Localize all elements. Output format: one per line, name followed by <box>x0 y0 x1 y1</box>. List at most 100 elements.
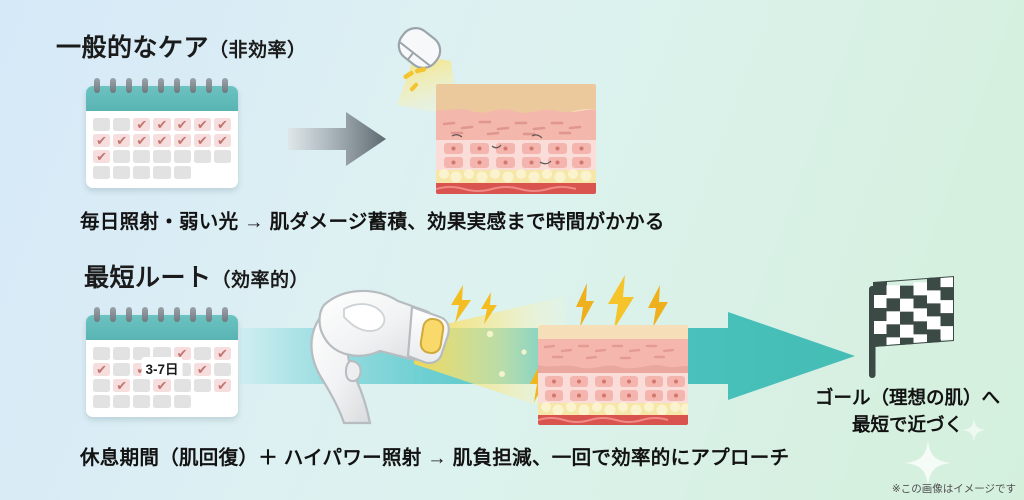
calendar-day <box>153 150 171 163</box>
calendar-day <box>153 347 171 360</box>
daily-treatment-calendar: ✔✔✔✔✔✔✔✔✔✔✔✔✔ <box>86 78 238 188</box>
flag-check-square <box>927 329 941 343</box>
caption-inefficient: 毎日照射・弱い光 → 肌ダメージ蓄積、効果実感まで時間がかかる <box>80 211 665 233</box>
flag-check-square <box>940 276 954 288</box>
flag-check-square <box>940 326 954 340</box>
section-title-efficient: 最短ルート（効率的） <box>84 258 309 294</box>
check-icon: ✔ <box>96 148 108 164</box>
section-title-efficient-main: 最短ルート <box>84 264 212 292</box>
flag-check-square <box>886 298 901 312</box>
lightning-bolt-icon <box>481 292 497 324</box>
calendar-day <box>173 379 191 392</box>
calendar-day <box>173 150 191 163</box>
gray-arrow <box>288 112 386 166</box>
flag-outline <box>873 276 954 347</box>
calendar-day <box>133 395 151 408</box>
calendar-day <box>113 363 131 376</box>
check-icon: ✔ <box>156 132 168 148</box>
calendar-day-checked: ✔ <box>93 132 111 148</box>
check-icon: ✔ <box>136 116 148 132</box>
calendar-day-checked: ✔ <box>213 377 231 393</box>
calendar-day <box>173 395 191 408</box>
calendar-day <box>113 118 131 131</box>
check-icon: ✔ <box>196 116 208 132</box>
calendar-day-checked: ✔ <box>193 133 211 147</box>
calendar-day-checked: ✔ <box>133 116 151 132</box>
calendar-day <box>93 347 111 360</box>
sparkle-icon <box>905 440 951 486</box>
lightning-bolt-icon <box>648 285 668 327</box>
calendar-day-checked: ✔ <box>133 133 151 147</box>
check-icon: ✔ <box>156 116 168 132</box>
calendar-day-checked: ✔ <box>193 116 211 132</box>
section-title-inefficient-paren: （非効率） <box>209 40 307 61</box>
flag-check-square <box>900 298 914 313</box>
check-icon: ✔ <box>116 132 128 148</box>
calendar-day-checked: ✔ <box>173 345 191 361</box>
calendar-spiral-binding <box>86 307 238 322</box>
calendar-day <box>113 150 131 163</box>
calendar-day <box>93 118 111 131</box>
flag-check-square <box>873 334 887 347</box>
flag-check-square <box>886 324 901 338</box>
damaged-wavy-skin <box>436 84 596 194</box>
calendar-day <box>113 166 131 179</box>
check-icon: ✔ <box>116 377 128 393</box>
calendar-day <box>193 347 211 360</box>
check-icon: ✔ <box>176 116 188 132</box>
calendar-day-checked: ✔ <box>153 132 171 148</box>
check-icon: ✔ <box>216 345 228 361</box>
flag-check-square <box>900 311 914 326</box>
check-icon: ✔ <box>96 361 108 377</box>
flag-check-square <box>913 334 928 347</box>
calendar-day <box>193 150 211 163</box>
calendar-day <box>133 347 151 360</box>
flag-check-square <box>940 300 954 314</box>
calendar-day-empty <box>194 395 211 408</box>
calendar-day <box>153 395 171 408</box>
calendar-day-checked: ✔ <box>173 133 191 147</box>
check-icon: ✔ <box>216 377 228 393</box>
check-icon: ✔ <box>196 361 208 377</box>
calendar-day-checked: ✔ <box>153 377 171 393</box>
ipl-laser-handpiece <box>310 289 450 425</box>
check-icon: ✔ <box>216 132 228 148</box>
flag-check-square <box>886 337 901 347</box>
lightning-bolt-icon <box>608 275 634 329</box>
check-icon: ✔ <box>156 377 168 393</box>
flag-check-square <box>940 287 954 301</box>
goal-label: ゴール（理想の肌）へ 最短で近づく <box>800 385 1015 439</box>
calendar-day-checked: ✔ <box>193 361 211 377</box>
flag-check-square <box>900 285 914 300</box>
calendar-day-checked: ✔ <box>213 116 231 132</box>
flag-check-square <box>886 285 901 299</box>
calendar-day-checked: ✔ <box>213 345 231 361</box>
calendar-day-empty <box>194 166 211 179</box>
flag-check-square <box>927 303 941 317</box>
calendar-day <box>213 363 231 376</box>
calendar-day-grid: ✔✔✔✔✔✔✔✔✔✔✔✔✔ <box>86 111 238 188</box>
flag-check-square <box>913 295 928 309</box>
disclaimer-note: ※この画像はイメージです <box>891 483 1016 495</box>
calendar-body: ✔✔✔✔✔✔✔✔✔✔✔✔✔ <box>86 86 238 188</box>
flag-check-square <box>913 308 928 322</box>
calendar-spiral-binding <box>86 78 238 93</box>
goal-line-2: 最短で近づく <box>851 413 963 435</box>
flag-check-square <box>873 295 887 309</box>
calendar-day-checked: ✔ <box>93 361 111 377</box>
check-icon: ✔ <box>216 116 228 132</box>
goal-line-1: ゴール（理想の肌）へ <box>814 387 1000 408</box>
check-icon: ✔ <box>176 345 188 361</box>
check-icon: ✔ <box>96 132 108 148</box>
calendar-day-checked: ✔ <box>173 116 191 132</box>
calendar-day <box>173 166 191 179</box>
calendar-day-checked: ✔ <box>213 132 231 148</box>
calendar-day <box>193 379 211 392</box>
calendar-day <box>153 166 171 179</box>
calendar-day-checked: ✔ <box>113 377 131 393</box>
healthy-smooth-skin <box>538 325 688 425</box>
calendar-day <box>113 347 131 360</box>
calendar-day <box>93 166 111 179</box>
lightning-bolt-icon <box>451 285 471 323</box>
calendar-day-checked: ✔ <box>153 116 171 132</box>
